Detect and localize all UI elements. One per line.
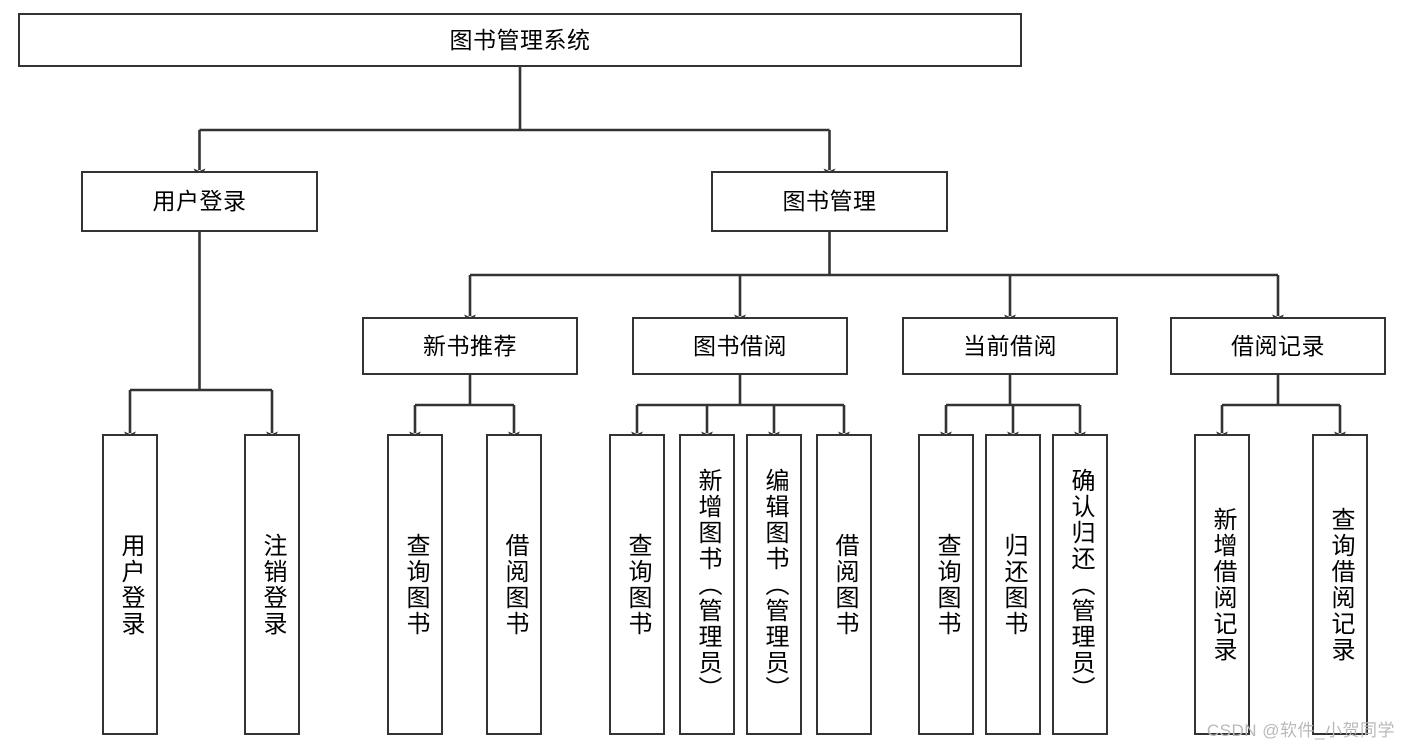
node-label: 确认归还（管理员） xyxy=(1067,467,1094,702)
node-leaf-query-book-borrow[interactable]: 查询图书 xyxy=(609,434,665,735)
node-label: 图书管理 xyxy=(782,188,877,215)
node-new-book-recommend[interactable]: 新书推荐 xyxy=(362,317,578,375)
node-leaf-query-book-recommend[interactable]: 查询图书 xyxy=(387,434,443,735)
node-label: 图书借阅 xyxy=(693,332,787,359)
node-leaf-borrow-book[interactable]: 借阅图书 xyxy=(816,434,872,735)
node-label: 新书推荐 xyxy=(423,332,517,359)
node-leaf-query-book-current[interactable]: 查询图书 xyxy=(918,434,974,735)
node-user-login[interactable]: 用户登录 xyxy=(81,171,318,232)
node-leaf-add-borrow-record[interactable]: 新增借阅记录 xyxy=(1194,434,1250,735)
node-label: 借阅图书 xyxy=(831,532,858,637)
node-label: 借阅图书 xyxy=(501,532,528,637)
node-book-borrow[interactable]: 图书借阅 xyxy=(632,317,848,375)
node-book-management[interactable]: 图书管理 xyxy=(711,171,948,232)
node-leaf-add-book-admin[interactable]: 新增图书（管理员） xyxy=(679,434,735,735)
node-label: 新增借阅记录 xyxy=(1209,506,1236,663)
node-label: 图书管理系统 xyxy=(449,26,591,53)
node-label: 归还图书 xyxy=(1000,532,1027,637)
node-leaf-borrow-book-recommend[interactable]: 借阅图书 xyxy=(486,434,542,735)
node-label: 用户登录 xyxy=(152,188,247,215)
node-label: 编辑图书（管理员） xyxy=(761,467,788,702)
node-label: 用户登录 xyxy=(117,532,144,637)
node-label: 当前借阅 xyxy=(963,332,1057,359)
node-leaf-query-borrow-record[interactable]: 查询借阅记录 xyxy=(1312,434,1368,735)
node-leaf-user-login[interactable]: 用户登录 xyxy=(102,434,158,735)
node-leaf-confirm-return-admin[interactable]: 确认归还（管理员） xyxy=(1052,434,1108,735)
node-label: 借阅记录 xyxy=(1231,332,1325,359)
node-label: 查询图书 xyxy=(624,532,651,637)
node-current-borrow[interactable]: 当前借阅 xyxy=(902,317,1118,375)
node-label: 查询图书 xyxy=(402,532,429,637)
node-leaf-edit-book-admin[interactable]: 编辑图书（管理员） xyxy=(746,434,802,735)
node-borrow-records[interactable]: 借阅记录 xyxy=(1170,317,1386,375)
node-label: 查询借阅记录 xyxy=(1327,506,1354,663)
node-label: 注销登录 xyxy=(259,532,286,637)
node-leaf-return-book[interactable]: 归还图书 xyxy=(985,434,1041,735)
node-label: 查询图书 xyxy=(933,532,960,637)
node-root[interactable]: 图书管理系统 xyxy=(18,13,1022,67)
node-label: 新增图书（管理员） xyxy=(694,467,721,702)
node-leaf-logout-login[interactable]: 注销登录 xyxy=(244,434,300,735)
watermark: CSDN @软件_小贺同学 xyxy=(1206,721,1395,740)
